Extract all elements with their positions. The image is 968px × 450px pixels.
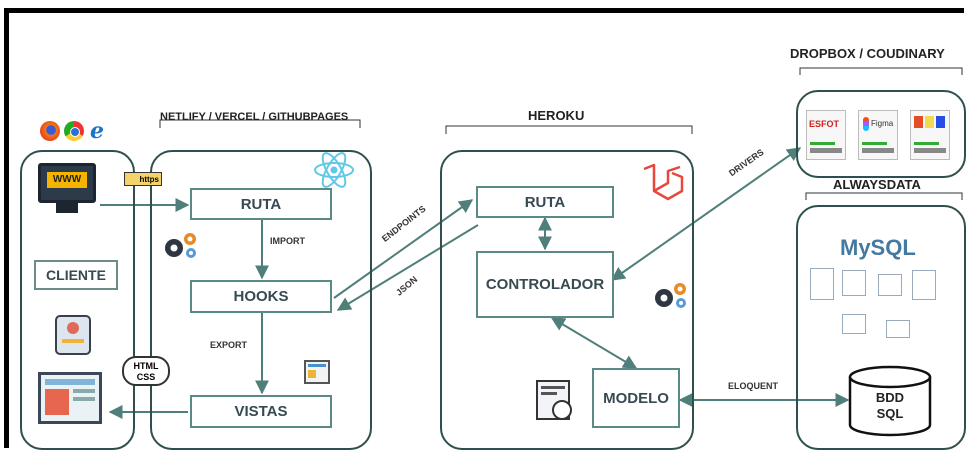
mysql-logo: MySQL	[840, 235, 916, 260]
eloquent-label: ELOQUENT	[728, 381, 779, 391]
bdd-label: BDD	[875, 390, 905, 405]
storage-card-figma: Figma	[858, 110, 898, 160]
schedule-doc-icon	[536, 380, 572, 420]
database-bracket	[805, 192, 963, 200]
controller-model-arrow	[550, 317, 638, 369]
mobile-login-icon	[55, 315, 91, 355]
backend-bracket	[445, 125, 693, 134]
gears-icon	[165, 233, 196, 258]
esfot-logo: ESFOT	[809, 119, 840, 129]
html-css-icon: HTML CSS	[122, 356, 170, 386]
storage-bracket	[799, 67, 963, 75]
laravel-icon	[643, 163, 684, 201]
hooks-node: HOOKS	[190, 280, 332, 313]
www-label: WWW	[47, 172, 87, 188]
sql-label: SQL	[876, 406, 904, 421]
frontend-group-title: NETLIFY / VERCEL / GITHUBPAGES	[160, 111, 349, 123]
backend-route-node: RUTA	[476, 186, 614, 218]
backend-gears-icon	[655, 283, 686, 308]
database-group-title: ALWAYSDATA	[833, 177, 921, 192]
web-page-icon	[38, 372, 102, 424]
chrome-icon	[64, 121, 84, 141]
window-icon	[304, 360, 330, 384]
client-node: CLIENTE	[34, 260, 118, 290]
frame-border	[4, 8, 964, 448]
figma-label: Figma	[871, 119, 894, 128]
frontend-bracket	[159, 119, 361, 128]
firefox-icon	[40, 121, 60, 141]
views-node: VISTAS	[190, 395, 332, 428]
backend-group-title: HEROKU	[528, 108, 585, 123]
controller-node: CONTROLADOR	[476, 251, 614, 318]
endpoints-arrow	[333, 199, 474, 299]
storage-group	[796, 90, 966, 178]
css3-icon	[936, 116, 945, 128]
er-schema-thumbnail	[808, 268, 958, 348]
storage-card-web	[910, 110, 950, 160]
json-arrow	[336, 224, 479, 311]
database-cylinder-icon	[848, 365, 932, 437]
frontend-route-node: RUTA	[190, 188, 332, 220]
https-lock-icon: https	[124, 172, 162, 186]
js-icon	[925, 116, 934, 128]
internet-explorer-icon: e	[90, 118, 104, 144]
model-node: MODELO	[592, 368, 680, 428]
react-icon	[314, 152, 354, 188]
html5-icon	[914, 116, 923, 128]
import-label: IMPORT	[270, 236, 305, 246]
export-label: EXPORT	[210, 340, 248, 350]
figma-icon	[863, 117, 869, 131]
storage-card-esfot: ESFOT	[806, 110, 846, 160]
drivers-arrow	[610, 147, 802, 281]
storage-group-title: DROPBOX / COUDINARY	[790, 46, 945, 61]
monitor-stand-icon	[56, 203, 78, 213]
www-monitor-icon: WWW	[38, 163, 96, 203]
